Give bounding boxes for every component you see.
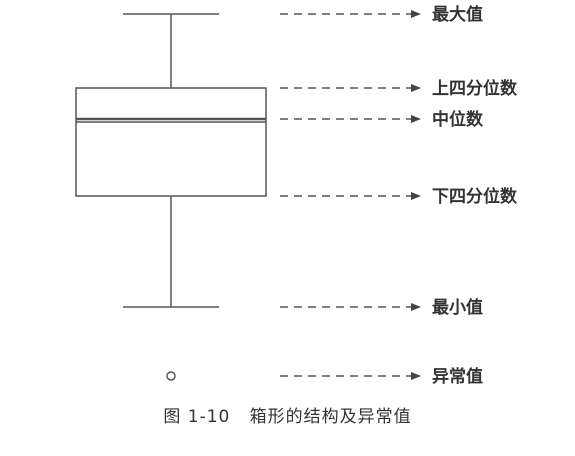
label-q3: 上四分位数 <box>432 78 518 99</box>
label-q1: 下四分位数 <box>432 186 518 207</box>
figure-caption: 图 1-10 箱形的结构及异常值 <box>163 407 412 427</box>
boxplot <box>75 13 267 381</box>
box <box>75 87 267 197</box>
outlier-point <box>166 371 176 381</box>
label-outlier: 异常值 <box>432 366 483 387</box>
label-min: 最小值 <box>432 297 483 318</box>
label-max: 最大值 <box>432 4 483 25</box>
arrows <box>280 10 421 380</box>
label-median: 中位数 <box>432 109 484 130</box>
